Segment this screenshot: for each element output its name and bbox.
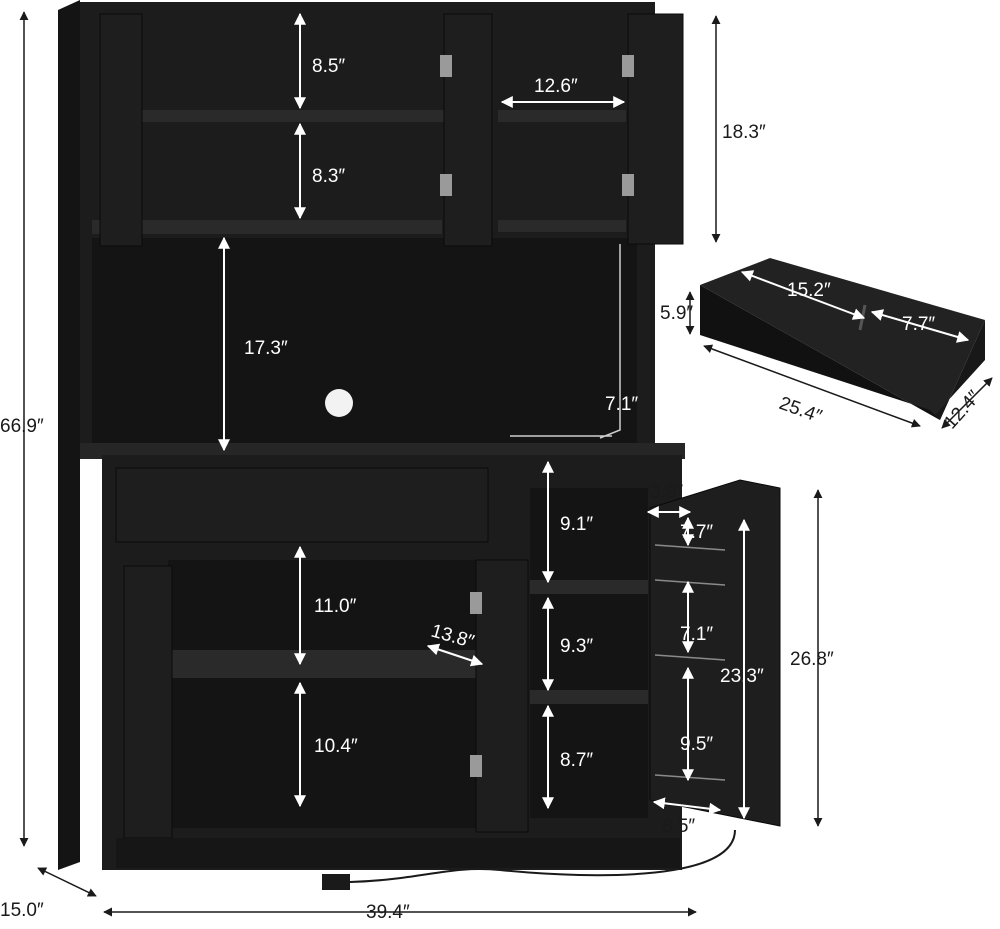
cabinet-left-side (58, 0, 80, 870)
label-top-right-width: 12.6″ (534, 76, 578, 97)
label-middle-open-height: 17.3″ (244, 338, 288, 359)
lower-right-shelf-2 (530, 690, 648, 704)
label-drawer-height: 5.9″ (660, 303, 693, 324)
cabinet-body (58, 0, 781, 890)
label-total-width: 39.4″ (366, 902, 410, 923)
label-door-bottom-width: 8.5″ (662, 816, 695, 837)
label-base-cabinet-height: 26.8″ (790, 649, 834, 670)
hutch-shelf-left (142, 110, 444, 122)
label-door-shelf-2: 7.1″ (680, 624, 713, 645)
dimension-lines-light (218, 12, 750, 820)
label-top-cabinet-height: 18.3″ (722, 122, 766, 143)
lower-left-interior (168, 560, 476, 828)
drawer-front (115, 467, 489, 543)
label-side-cutout-depth: 7.1″ (605, 394, 638, 415)
label-drawer-length: 25.4″ (776, 393, 825, 428)
label-second-shelf-height: 8.3″ (312, 166, 345, 187)
label-drawer-compartment-width: 7.7″ (902, 314, 935, 335)
led-cable (510, 244, 621, 439)
plinth (116, 838, 680, 868)
label-drawer-inner-width: 15.2″ (787, 280, 831, 301)
lower-right-shelf-1 (530, 580, 648, 594)
label-total-depth: 15.0″ (0, 900, 44, 921)
hutch-bottom-left (92, 220, 442, 234)
label-lower-left-bottom-shelf: 10.4″ (314, 736, 358, 757)
hutch-door-right (627, 13, 684, 245)
label-door-shelf-3: 9.5″ (680, 734, 713, 755)
hinges (440, 55, 634, 777)
label-right-lower-shelf: 8.7″ (560, 750, 593, 771)
hutch-door-left (99, 13, 143, 247)
lower-left-shelf (168, 650, 476, 678)
label-top-shelf-height: 8.5″ (312, 56, 345, 77)
drawer-inset (700, 258, 985, 420)
lower-door-center (475, 559, 529, 833)
label-door-shelf-1: 7.7″ (680, 522, 713, 543)
cable-hole (325, 389, 353, 417)
door-racks (654, 544, 726, 781)
label-total-height: 66.9″ (0, 416, 44, 437)
lower-door-left (123, 565, 173, 839)
power-plug (322, 874, 350, 890)
drawer-dimension-lines (740, 270, 970, 343)
drawer-side-face (935, 320, 985, 420)
label-door-shelf-depth: 3.9″ (650, 482, 683, 503)
label-right-middle-shelf: 9.3″ (560, 636, 593, 657)
label-door-inner-height: 23.3″ (720, 666, 764, 687)
power-cord (349, 829, 736, 883)
label-right-upper-shelf: 9.1″ (560, 514, 593, 535)
open-shelf-area (92, 238, 637, 443)
dimension-lines-dark (19, 11, 993, 917)
hutch-bottom-right (498, 220, 626, 232)
hutch-shelf-right (498, 110, 626, 122)
label-lower-left-upper-shelf: 11.0″ (314, 596, 357, 617)
lower-door-right-open (649, 479, 781, 827)
hutch-door-center (443, 13, 493, 247)
